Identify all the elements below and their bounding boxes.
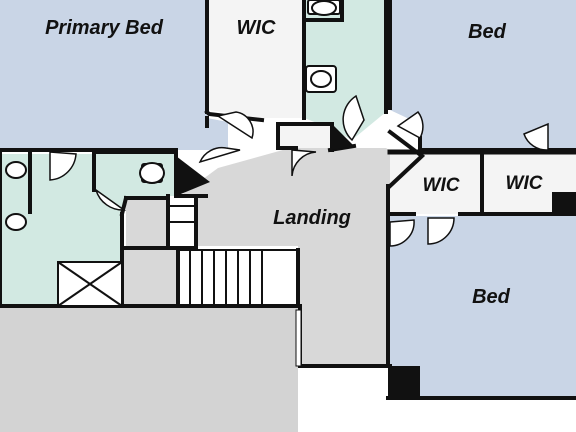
sink-icon	[5, 213, 27, 231]
wic-right-label: WIC	[506, 173, 543, 194]
door-swing	[342, 94, 365, 142]
primary-bed-area	[0, 0, 228, 150]
bed-top-right-area	[390, 0, 576, 150]
door-swing	[396, 110, 424, 140]
wic-primary-label: WIC	[237, 17, 276, 39]
door-swing	[523, 122, 549, 151]
bed-bottom-right-label: Bed	[472, 286, 511, 308]
doors	[49, 94, 549, 247]
toilet-bowl-icon	[139, 162, 165, 184]
left-bath-area	[0, 154, 176, 306]
attic-hatch	[57, 261, 123, 307]
door-swing	[49, 151, 77, 181]
door-swing	[389, 219, 415, 247]
railing	[295, 309, 302, 367]
solid-blocks	[176, 124, 576, 398]
door-swing	[216, 111, 254, 140]
walls	[0, 0, 576, 400]
primary-bed-label: Primary Bed	[45, 17, 164, 39]
stair-treads	[168, 205, 298, 306]
stair-side-area	[124, 250, 178, 306]
fixtures	[5, 0, 341, 231]
sink-icon	[5, 161, 27, 179]
door-swing	[291, 149, 317, 177]
toilet-bowl-icon	[311, 0, 337, 16]
door-swing	[427, 217, 455, 245]
wic-left-area	[390, 154, 482, 214]
door-swing	[198, 146, 241, 164]
door-swing	[94, 188, 127, 211]
bed-top-right-label: Bed	[468, 21, 507, 43]
primary-bath-area	[304, 0, 386, 140]
landing-label: Landing	[273, 207, 351, 229]
lower-left-area	[0, 308, 298, 432]
wic-primary-area	[209, 0, 302, 118]
wic-left-label: WIC	[423, 175, 460, 196]
bed-bottom-right-area	[390, 216, 576, 396]
room-labels: Primary Bed WIC Bed Landing WIC WIC Bed	[45, 17, 543, 308]
linen-area	[280, 126, 330, 148]
